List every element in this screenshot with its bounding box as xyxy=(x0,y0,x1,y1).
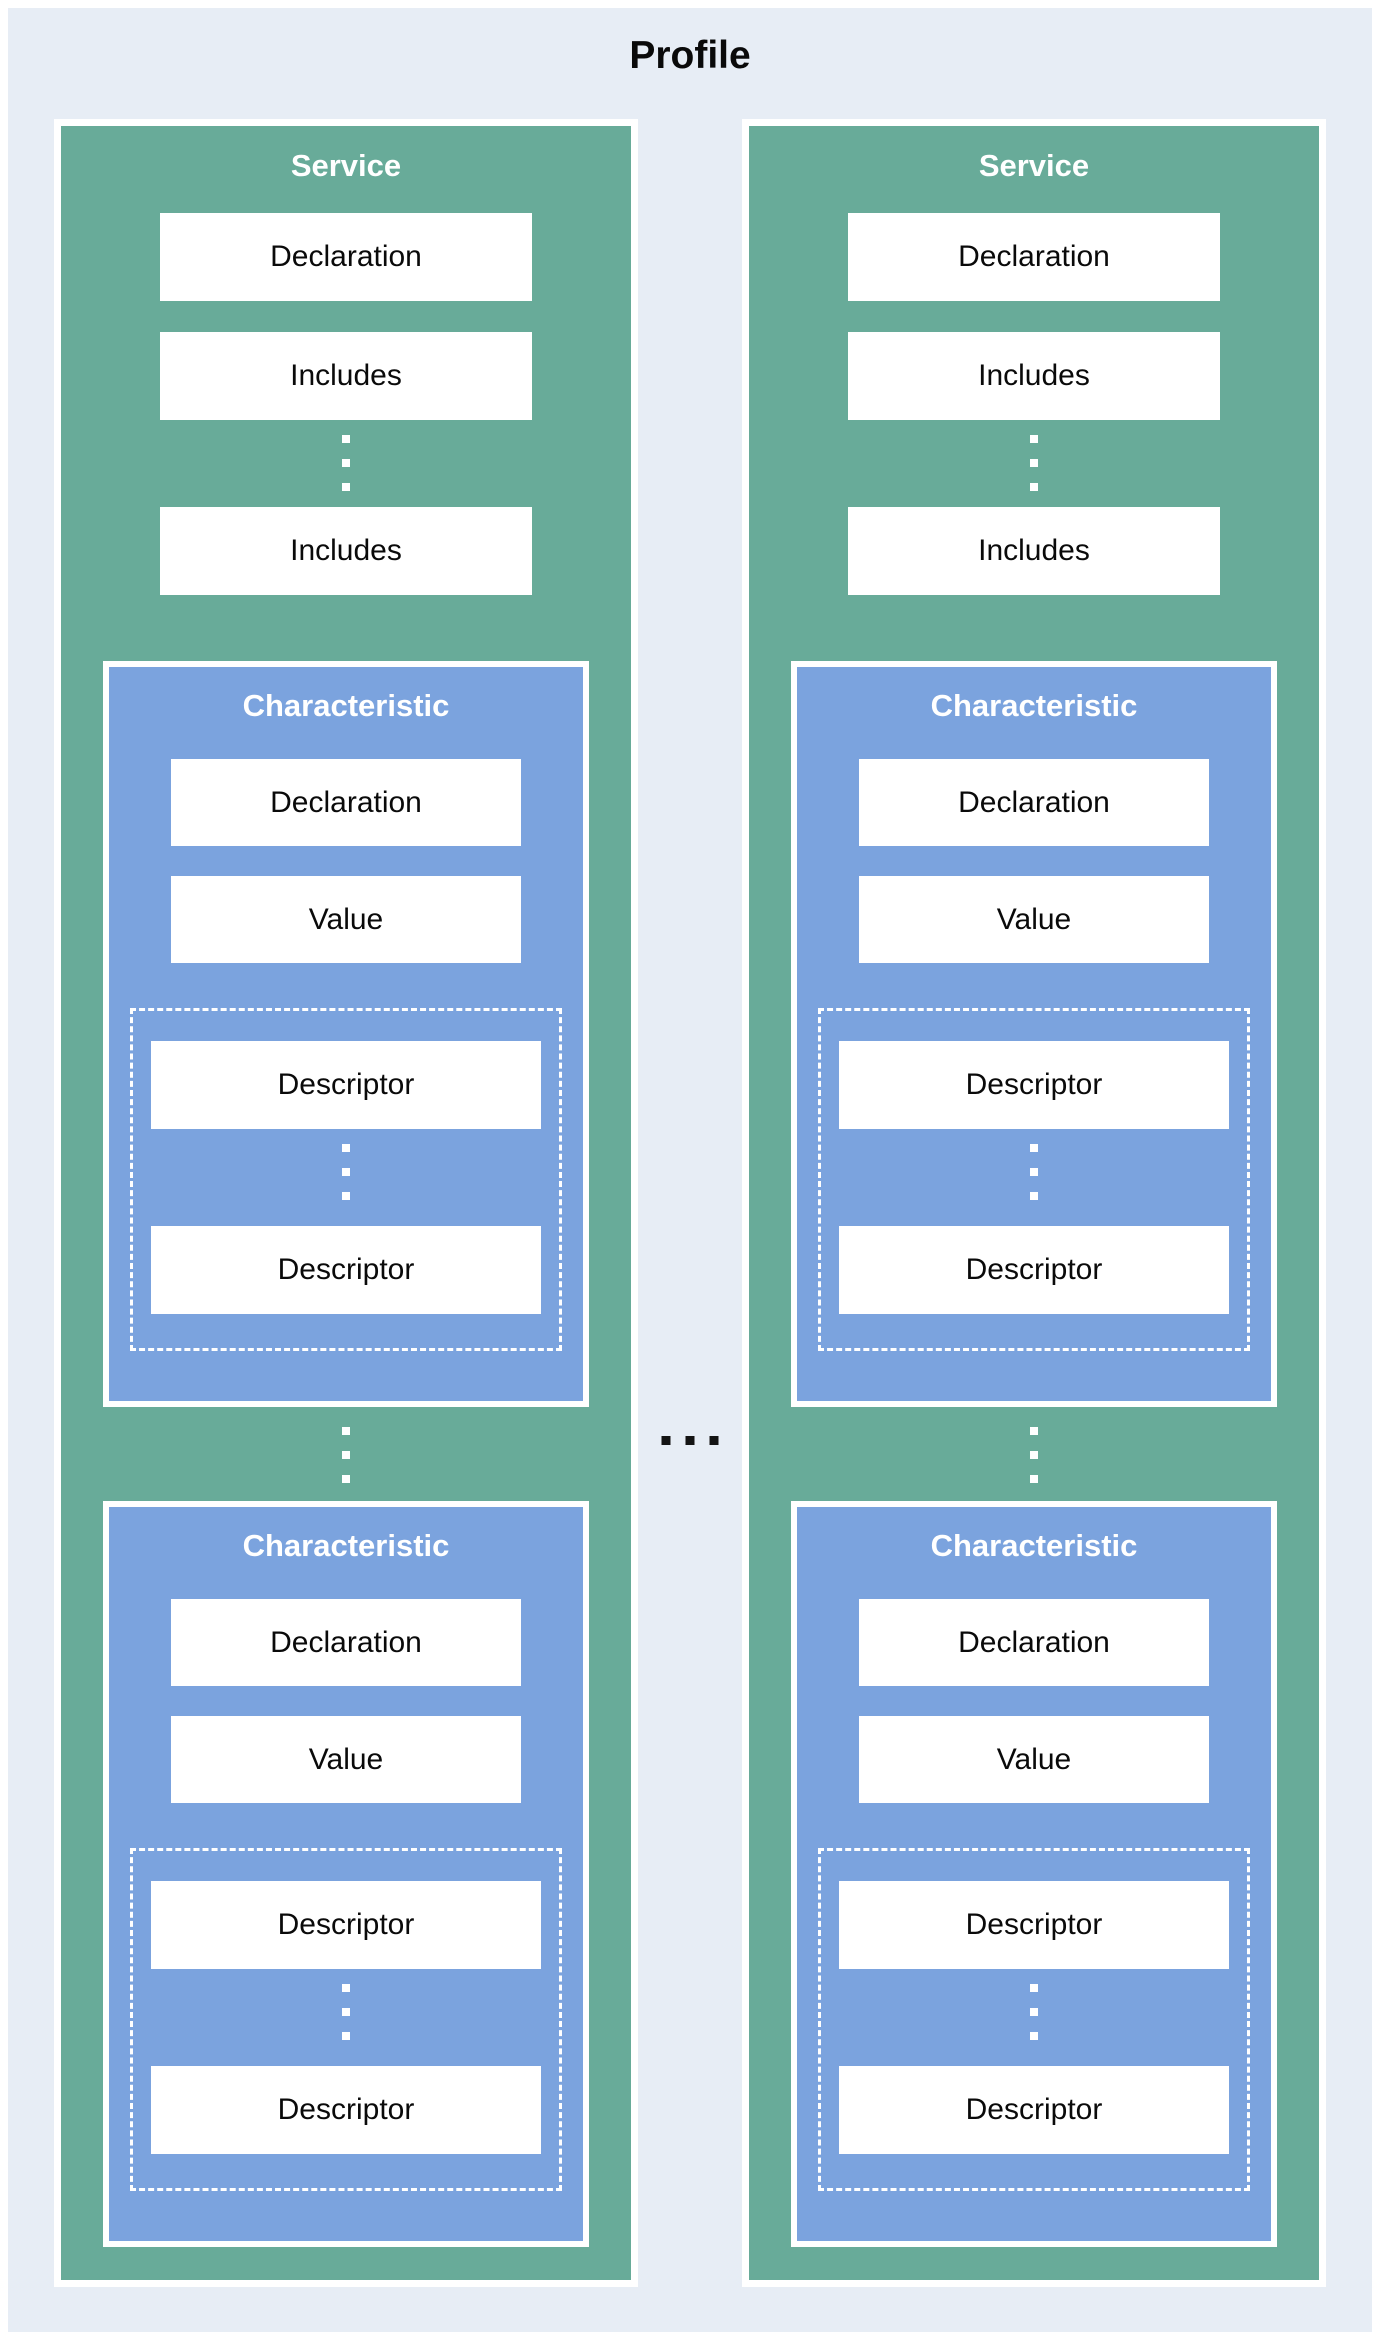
page-title: Profile xyxy=(629,34,751,77)
dot-icon xyxy=(1030,459,1038,467)
dot-icon xyxy=(342,1144,350,1152)
dot-icon xyxy=(1030,1427,1038,1435)
dot-icon xyxy=(1030,1144,1038,1152)
characteristic-value-box: Value xyxy=(859,1716,1209,1803)
characteristic-value-box: Value xyxy=(859,876,1209,963)
descriptor-box: Descriptor xyxy=(839,2066,1229,2154)
dot-icon xyxy=(342,459,350,467)
dot-icon xyxy=(685,1436,695,1445)
dot-icon xyxy=(1030,1475,1038,1483)
characteristic-declaration-box: Declaration xyxy=(171,759,521,846)
dot-icon xyxy=(342,1192,350,1200)
characteristic-declaration-box: Declaration xyxy=(171,1599,521,1686)
dot-icon xyxy=(342,2008,350,2016)
service-declaration-box: Declaration xyxy=(848,213,1220,301)
characteristic-box: Characteristic Declaration Value Descrip… xyxy=(103,1501,589,2247)
dot-icon xyxy=(1030,2008,1038,2016)
descriptor-box: Descriptor xyxy=(839,1041,1229,1129)
profile-container: Profile Service Declaration Includes Inc… xyxy=(8,8,1372,2332)
characteristic-box: Characteristic Declaration Value Descrip… xyxy=(103,661,589,1407)
characteristic-title: Characteristic xyxy=(930,688,1138,723)
dot-icon xyxy=(661,1436,671,1445)
vertical-ellipsis-icon xyxy=(61,1427,631,1483)
vertical-ellipsis-icon xyxy=(133,1144,559,1200)
characteristic-title: Characteristic xyxy=(242,688,450,723)
vertical-ellipsis-icon xyxy=(749,435,1319,491)
dot-icon xyxy=(342,1451,350,1459)
dot-icon xyxy=(709,1436,719,1445)
dot-icon xyxy=(342,435,350,443)
dot-icon xyxy=(1030,483,1038,491)
horizontal-ellipsis-icon xyxy=(661,1436,719,1445)
descriptor-box: Descriptor xyxy=(151,1226,541,1314)
dot-icon xyxy=(342,483,350,491)
service-title: Service xyxy=(290,148,402,183)
characteristic-value-box: Value xyxy=(171,1716,521,1803)
service-includes-box: Includes xyxy=(160,332,532,420)
dot-icon xyxy=(1030,2032,1038,2040)
descriptor-group: Descriptor Descriptor xyxy=(818,1848,1250,2191)
descriptor-box: Descriptor xyxy=(839,1881,1229,1969)
characteristic-declaration-box: Declaration xyxy=(859,759,1209,846)
characteristic-title: Characteristic xyxy=(930,1528,1138,1563)
dot-icon xyxy=(1030,1984,1038,1992)
dot-icon xyxy=(1030,435,1038,443)
characteristic-box: Characteristic Declaration Value Descrip… xyxy=(791,1501,1277,2247)
descriptor-group: Descriptor Descriptor xyxy=(130,1848,562,2191)
service-includes-box: Includes xyxy=(848,507,1220,595)
dot-icon xyxy=(342,1984,350,1992)
descriptor-box: Descriptor xyxy=(151,2066,541,2154)
vertical-ellipsis-icon xyxy=(749,1427,1319,1483)
service-includes-box: Includes xyxy=(848,332,1220,420)
dot-icon xyxy=(1030,1451,1038,1459)
dot-icon xyxy=(1030,1192,1038,1200)
vertical-ellipsis-icon xyxy=(821,1984,1247,2040)
characteristic-value-box: Value xyxy=(171,876,521,963)
descriptor-box: Descriptor xyxy=(151,1041,541,1129)
dot-icon xyxy=(342,1475,350,1483)
dot-icon xyxy=(342,1427,350,1435)
service-box-2: Service Declaration Includes Includes Ch… xyxy=(742,119,1326,2287)
service-box-1: Service Declaration Includes Includes Ch… xyxy=(54,119,638,2287)
characteristic-title: Characteristic xyxy=(242,1528,450,1563)
service-includes-box: Includes xyxy=(160,507,532,595)
vertical-ellipsis-icon xyxy=(821,1144,1247,1200)
service-title: Service xyxy=(978,148,1090,183)
descriptor-box: Descriptor xyxy=(839,1226,1229,1314)
dot-icon xyxy=(1030,1168,1038,1176)
descriptor-group: Descriptor Descriptor xyxy=(130,1008,562,1351)
characteristic-declaration-box: Declaration xyxy=(859,1599,1209,1686)
characteristic-box: Characteristic Declaration Value Descrip… xyxy=(791,661,1277,1407)
service-declaration-box: Declaration xyxy=(160,213,532,301)
descriptor-group: Descriptor Descriptor xyxy=(818,1008,1250,1351)
vertical-ellipsis-icon xyxy=(133,1984,559,2040)
dot-icon xyxy=(342,2032,350,2040)
dot-icon xyxy=(342,1168,350,1176)
vertical-ellipsis-icon xyxy=(61,435,631,491)
services-row: Service Declaration Includes Includes Ch… xyxy=(8,119,1372,2287)
descriptor-box: Descriptor xyxy=(151,1881,541,1969)
